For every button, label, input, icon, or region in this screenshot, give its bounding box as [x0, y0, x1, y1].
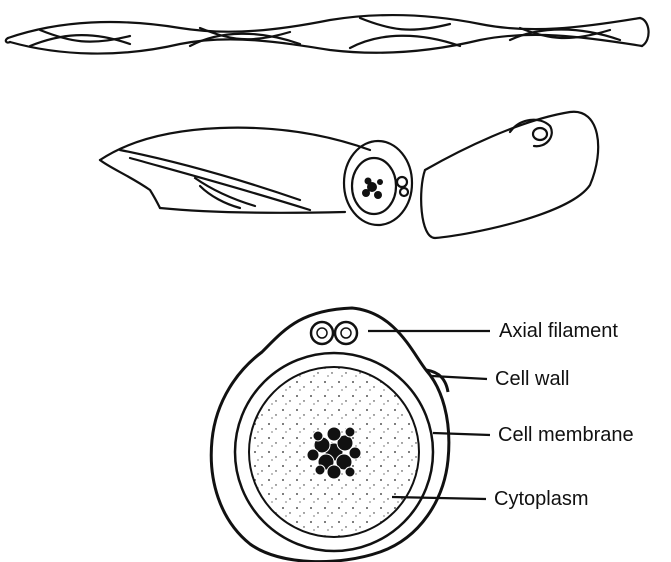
cross-section	[211, 308, 449, 562]
label-axial-filament: Axial filament	[499, 321, 618, 341]
label-cell-wall: Cell wall	[495, 369, 569, 389]
leader-cell-wall	[432, 376, 487, 379]
axial-filament-right	[335, 322, 357, 344]
spirochete-whole-cell	[6, 15, 649, 53]
spirochete-cut-section	[100, 112, 598, 238]
label-cell-membrane: Cell membrane	[498, 425, 634, 445]
label-cytoplasm: Cytoplasm	[494, 489, 588, 509]
axial-filament-left	[311, 322, 333, 344]
nucleoid-cluster	[307, 427, 361, 479]
nucleoid-small	[362, 178, 383, 200]
